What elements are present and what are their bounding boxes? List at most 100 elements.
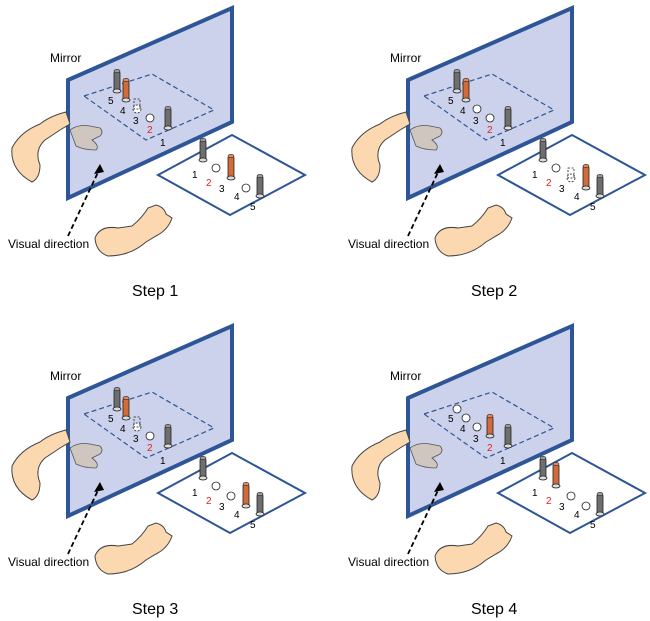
peg-number-2: 2: [487, 125, 493, 136]
mirror-peg-orange-4: [121, 78, 131, 103]
mirror-peg-gray-1: [503, 424, 513, 449]
mirror-label: Mirror: [50, 369, 81, 383]
mirror-peg-orange-4: [121, 396, 131, 421]
mirror-peg-gray-1: [163, 424, 173, 449]
right-arm: [94, 522, 173, 575]
visual-direction-arrow: [407, 485, 441, 555]
visual-direction-label: Visual direction: [348, 555, 429, 569]
table-hole-3: [226, 491, 236, 501]
reflected-hand: [69, 125, 103, 151]
mirror-peg-gray-1: [503, 106, 513, 131]
right-arm: [434, 522, 513, 575]
mirror-peg-gray-5: [452, 69, 462, 94]
peg-number-3: 3: [219, 184, 225, 195]
mirror-label: Mirror: [390, 369, 421, 383]
visual-direction-arrowhead: [434, 482, 444, 492]
mirror-hole-2: [145, 113, 155, 123]
left-arm: [11, 429, 71, 501]
right-arm: [94, 204, 173, 257]
peg-number-1: 1: [500, 456, 506, 467]
mirror-ghost-peg: [133, 416, 141, 428]
peg-number-3: 3: [219, 502, 225, 513]
visual-direction-arrow: [407, 167, 441, 237]
peg-number-4: 4: [574, 510, 580, 521]
mirror-hole-2: [145, 431, 155, 441]
mirror-hole-5: [452, 404, 462, 414]
mirror-hole-3: [472, 104, 482, 114]
peg-number-5: 5: [250, 520, 256, 531]
table-ghost-peg: [567, 167, 575, 179]
left-arm: [351, 429, 411, 501]
peg-number-2: 2: [147, 125, 153, 136]
left-arm: [351, 111, 411, 183]
mirror-hole-4: [461, 413, 471, 423]
mirror-panel: [66, 4, 234, 202]
peg-number-1: 1: [160, 456, 166, 467]
peg-number-5: 5: [250, 202, 256, 213]
visual-direction-arrow: [67, 167, 101, 237]
peg-number-5: 5: [590, 520, 596, 531]
visual-direction-arrowhead: [434, 164, 444, 174]
table-hole-2: [211, 481, 221, 491]
reflected-board: [82, 73, 216, 141]
peg-number-4: 4: [234, 192, 240, 203]
table-peg-gray-5: [255, 492, 265, 517]
peg-number-3: 3: [559, 184, 565, 195]
peg-number-5: 5: [108, 414, 114, 425]
right-arm-limb: [434, 204, 513, 257]
peg-number-4: 4: [460, 106, 466, 117]
table-peg-gray-1: [538, 138, 548, 163]
peg-number-2: 2: [546, 178, 552, 189]
peg-number-1: 1: [192, 488, 198, 499]
left-arm-limb: [11, 111, 71, 183]
left-arm-limb: [351, 111, 411, 183]
visual-direction-label: Visual direction: [8, 555, 89, 569]
peg-number-2: 2: [487, 443, 493, 454]
peg-number-3: 3: [559, 502, 565, 513]
table-peg-orange-3: [226, 154, 236, 181]
peg-number-2: 2: [147, 443, 153, 454]
visual-direction-label: Visual direction: [8, 237, 89, 251]
mirror-hole-2: [485, 113, 495, 123]
peg-number-2: 2: [206, 496, 212, 507]
right-arm: [434, 204, 513, 257]
peg-number-4: 4: [234, 510, 240, 521]
step-title: Step 4: [471, 601, 517, 618]
reflected-hand: [69, 443, 103, 469]
peg-number-2: 2: [206, 178, 212, 189]
peg-number-5: 5: [590, 202, 596, 213]
peg-number-1: 1: [192, 170, 198, 181]
peg-number-2: 2: [546, 496, 552, 507]
step-title: Step 3: [132, 601, 178, 618]
peg-number-3: 3: [473, 116, 479, 127]
peg-number-4: 4: [120, 106, 126, 117]
table-peg-orange-4: [581, 164, 591, 191]
table-hole-4: [581, 501, 591, 511]
table-hole-2: [551, 163, 561, 173]
left-arm: [11, 111, 71, 183]
table-peg-gray-5: [595, 492, 605, 517]
peg-number-1: 1: [500, 138, 506, 149]
step-title: Step 2: [471, 283, 517, 300]
mirror-peg-gray-1: [163, 106, 173, 131]
peg-number-4: 4: [574, 192, 580, 203]
table-peg-gray-1: [198, 456, 208, 481]
left-arm-limb: [351, 429, 411, 501]
table-peg-gray-1: [538, 456, 548, 481]
peg-number-3: 3: [473, 434, 479, 445]
right-arm-limb: [94, 204, 173, 257]
mirror-peg-orange-4: [461, 78, 471, 103]
left-arm-limb: [11, 429, 71, 501]
table-hole-3: [566, 491, 576, 501]
visual-direction-arrowhead: [94, 482, 104, 492]
visual-direction-arrow: [67, 485, 101, 555]
peg-number-5: 5: [108, 96, 114, 107]
